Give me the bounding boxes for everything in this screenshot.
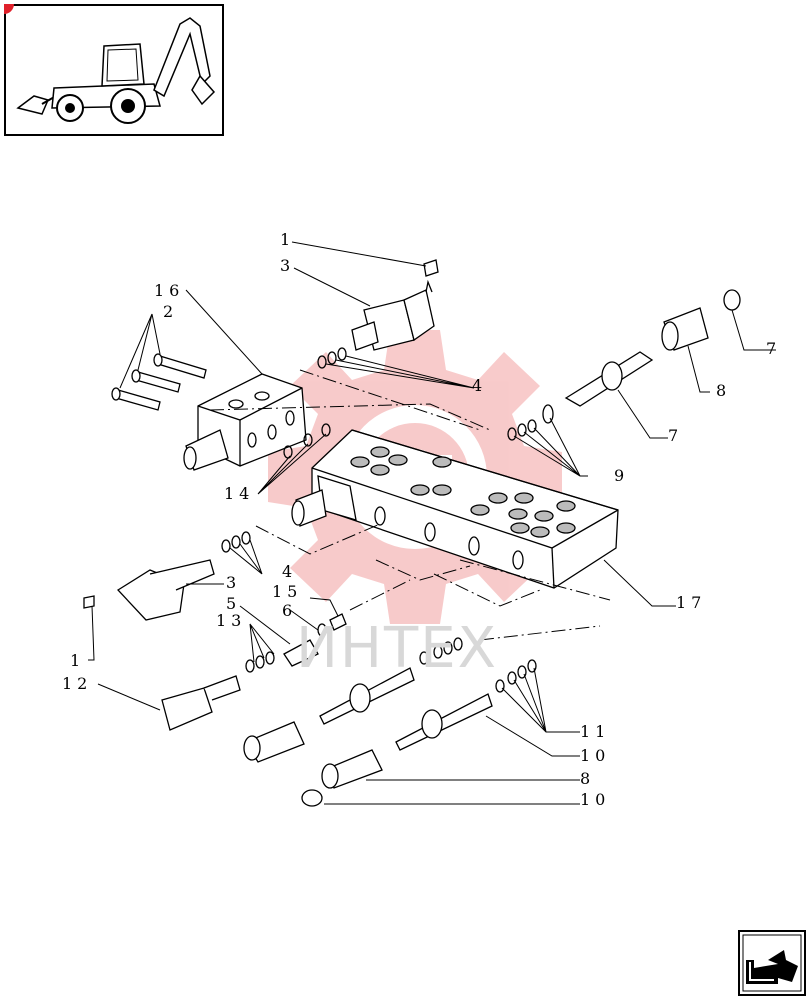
callout-4-left: 4	[282, 562, 298, 581]
callout-6: 6	[282, 601, 298, 620]
center-lines	[209, 369, 611, 641]
backhoe-loader-icon	[0, 0, 224, 136]
callout-7-right: 7	[766, 339, 782, 358]
next-page-button[interactable]	[738, 930, 806, 996]
callout-14: 14	[224, 484, 255, 503]
callout-5: 5	[226, 594, 242, 613]
callout-7-mid: 7	[668, 426, 684, 445]
callout-13: 13	[216, 611, 247, 630]
machine-thumbnail	[0, 0, 224, 136]
next-page-arrow-icon	[738, 930, 806, 996]
callout-1-top: 1	[280, 230, 296, 249]
callout-8-right: 8	[716, 381, 732, 400]
callout-17: 17	[676, 593, 707, 612]
top-solenoid	[351, 259, 439, 351]
callout-8-bottom: 8	[580, 769, 596, 788]
main-valve-block	[291, 429, 619, 589]
callout-16: 16	[154, 281, 185, 300]
lower-spools	[161, 613, 493, 789]
leader-lines	[88, 241, 776, 805]
callout-3-top: 3	[280, 256, 296, 275]
watermark-text: ИНТЕХ	[296, 616, 498, 681]
small-valve-block	[183, 373, 307, 471]
callout-15: 15	[272, 582, 303, 601]
callout-4-top: 4	[472, 376, 488, 395]
callout-10-a: 10	[580, 746, 611, 765]
callout-3-left: 3	[226, 573, 242, 592]
callout-1-left: 1	[70, 651, 86, 670]
callout-2: 2	[163, 302, 179, 321]
mounting-bolts	[111, 353, 207, 411]
callout-12: 12	[62, 674, 93, 693]
callout-9: 9	[614, 466, 630, 485]
o-rings	[221, 347, 554, 807]
callout-10-b: 10	[580, 790, 611, 809]
right-spool-parts	[564, 289, 741, 407]
callout-11: 11	[580, 722, 611, 741]
left-solenoid	[83, 559, 215, 621]
